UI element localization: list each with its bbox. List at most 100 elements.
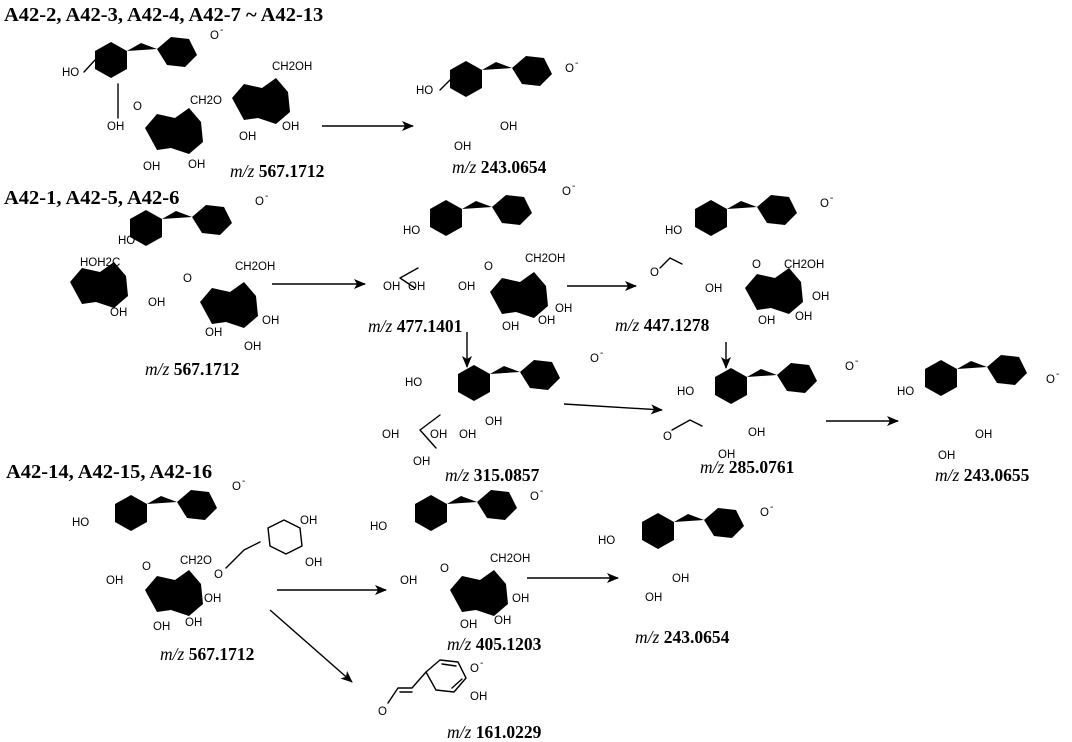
label-g2-frag-d: m/z 285.0761 <box>700 457 794 477</box>
svg-text:HO: HO <box>665 225 682 237</box>
svg-text:O: O <box>440 563 449 575</box>
svg-text:OH: OH <box>672 573 689 585</box>
svg-text:OH: OH <box>305 557 322 569</box>
structure-g3-frag-a: HO OH O CH2OH OH OH OH O - <box>370 486 543 631</box>
svg-text:OH: OH <box>106 575 123 587</box>
structure-g2-frag-d: HO O OH OH O - <box>663 356 858 461</box>
label-g1-product: m/z 243.0654 <box>452 157 547 177</box>
svg-text:OH: OH <box>300 515 317 527</box>
svg-text:OH: OH <box>938 450 955 462</box>
svg-text:O: O <box>590 353 599 365</box>
svg-text:O: O <box>470 663 479 675</box>
label-g2-frag-a: m/z 477.1401 <box>368 316 462 336</box>
arrow-g3-precursor-to-c <box>269 609 353 683</box>
label-g3-precursor: m/z 567.1712 <box>160 644 254 664</box>
svg-text:OH: OH <box>494 615 511 627</box>
svg-text:OH: OH <box>758 315 775 327</box>
svg-text:OH: OH <box>812 291 829 303</box>
label-g2-frag-e: m/z 243.0655 <box>935 465 1030 485</box>
svg-text:OH: OH <box>645 592 662 604</box>
svg-text:OH: OH <box>555 303 572 315</box>
svg-text:-: - <box>830 193 833 204</box>
svg-text:O: O <box>845 361 854 373</box>
svg-text:-: - <box>265 191 268 202</box>
svg-text:-: - <box>480 658 483 669</box>
svg-text:OH: OH <box>795 311 812 323</box>
svg-text:-: - <box>1056 369 1059 380</box>
structure-g3-precursor: HO OH O CH2O O OH OH OH OH OH O - <box>72 476 322 633</box>
svg-text:HO: HO <box>62 67 79 79</box>
svg-text:OH: OH <box>538 315 555 327</box>
structure-g2-frag-b: HO O OH O CH2OH OH OH OH O - <box>650 193 833 327</box>
svg-text:OH: OH <box>383 281 400 293</box>
svg-text:OH: OH <box>244 341 261 353</box>
svg-text:O: O <box>530 491 539 503</box>
svg-text:O: O <box>255 196 264 208</box>
svg-text:OH: OH <box>705 283 722 295</box>
label-g3-frag-c: m/z 161.0229 <box>447 722 542 742</box>
svg-text:OH: OH <box>975 429 992 441</box>
label-g2-precursor: m/z 567.1712 <box>145 359 239 379</box>
svg-text:OH: OH <box>430 429 447 441</box>
svg-text:CH2O: CH2O <box>180 555 212 567</box>
svg-text:OH: OH <box>262 315 279 327</box>
svg-text:-: - <box>600 348 603 359</box>
svg-text:HO: HO <box>118 235 135 247</box>
svg-text:OH: OH <box>153 621 170 633</box>
svg-text:HO: HO <box>72 517 89 529</box>
svg-text:OH: OH <box>459 429 476 441</box>
svg-text:O: O <box>133 101 142 113</box>
svg-text:CH2O: CH2O <box>190 95 222 107</box>
heading-group3: A42-14, A42-15, A42-16 <box>6 461 212 483</box>
svg-text:OH: OH <box>282 121 299 133</box>
svg-text:-: - <box>770 502 773 513</box>
structure-g2-frag-e: HO OH OH O - <box>897 355 1059 462</box>
svg-text:OH: OH <box>460 619 477 631</box>
svg-text:-: - <box>855 356 858 367</box>
svg-text:OH: OH <box>107 121 124 133</box>
label-g2-frag-b: m/z 447.1278 <box>615 315 710 335</box>
heading-group1: A42-2, A42-3, A42-4, A42-7 ~ A42-13 <box>4 4 323 26</box>
svg-text:-: - <box>220 25 223 36</box>
svg-text:O: O <box>214 569 223 581</box>
svg-text:O: O <box>378 706 387 718</box>
structure-g3-frag-c: O O - OH <box>378 658 487 718</box>
svg-text:OH: OH <box>718 449 735 461</box>
svg-text:OH: OH <box>408 281 425 293</box>
svg-text:-: - <box>242 476 245 487</box>
svg-text:O: O <box>752 259 761 271</box>
svg-text:CH2OH: CH2OH <box>235 261 275 273</box>
label-g3-frag-b: m/z 243.0654 <box>635 627 730 647</box>
svg-text:OH: OH <box>239 131 256 143</box>
svg-text:OH: OH <box>502 321 519 333</box>
svg-text:O: O <box>562 186 571 198</box>
svg-text:OH: OH <box>400 575 417 587</box>
svg-text:HO: HO <box>897 386 914 398</box>
label-g1-precursor: m/z 567.1712 <box>230 161 324 181</box>
svg-text:O: O <box>650 267 659 279</box>
svg-text:OH: OH <box>188 159 205 171</box>
svg-text:OH: OH <box>185 617 202 629</box>
svg-text:HO: HO <box>677 386 694 398</box>
svg-text:O: O <box>142 561 151 573</box>
svg-text:HO: HO <box>370 521 387 533</box>
structure-g2-frag-c: HO OH OH OH OH OH O - <box>382 348 603 468</box>
svg-text:O: O <box>484 261 493 273</box>
svg-text:OH: OH <box>382 429 399 441</box>
structure-g1-precursor: HO OH O CH2O CH2OH OH OH OH OH O - <box>62 25 312 173</box>
label-g2-frag-c: m/z 315.0857 <box>445 465 540 485</box>
svg-text:O: O <box>232 481 241 493</box>
svg-text:HO: HO <box>403 225 420 237</box>
svg-text:OH: OH <box>413 456 430 468</box>
svg-text:O: O <box>760 507 769 519</box>
svg-text:OH: OH <box>500 121 517 133</box>
svg-text:OH: OH <box>748 427 765 439</box>
svg-text:CH2OH: CH2OH <box>272 61 312 73</box>
svg-text:-: - <box>572 181 575 192</box>
svg-text:-: - <box>540 486 543 497</box>
svg-text:OH: OH <box>204 593 221 605</box>
structure-g2-precursor: HO HOH2C OH OH OH O CH2OH OH OH OH O - <box>70 191 279 353</box>
svg-text:OH: OH <box>485 416 502 428</box>
label-g3-frag-a: m/z 405.1203 <box>447 634 542 654</box>
